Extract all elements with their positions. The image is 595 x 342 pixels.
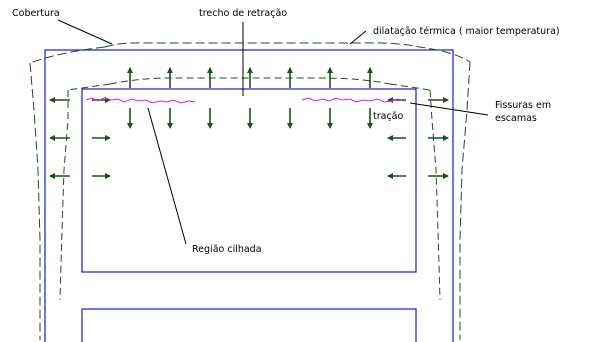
leader-cobertura: [57, 19, 113, 45]
wall-arrows-left: [49, 97, 111, 179]
slab-arrows-up: [127, 67, 373, 88]
label-cobertura: Cobertura: [12, 8, 60, 19]
leader-dilatacao: [349, 30, 367, 45]
label-tracao: tração: [373, 111, 403, 122]
wall-arrows-right: [387, 97, 449, 179]
leader-lines: [57, 19, 489, 245]
upper-opening: [81, 88, 417, 273]
label-regiao-cilhada: Região cilhada: [192, 244, 262, 255]
building-structure: [44, 49, 454, 342]
deformed-shape-outer: [29, 42, 471, 340]
leader-fissuras: [409, 102, 489, 116]
crack-right: [301, 97, 405, 103]
label-fissuras-line2: escamas: [495, 113, 537, 124]
labels: Cobertura trecho de retração dilatação t…: [12, 8, 560, 255]
slab-arrows-down: [127, 108, 373, 129]
label-trecho-retracao: trecho de retração: [199, 8, 287, 19]
outer-wall-frame: [44, 49, 454, 342]
label-dilatacao: dilatação térmica ( maior temperatura): [373, 26, 560, 37]
crack-left: [85, 97, 196, 104]
deformed-shape-inner: [59, 77, 441, 301]
leader-regiao-cilhada: [147, 107, 187, 245]
crack-lines: [85, 97, 405, 104]
label-fissuras-line1: Fissuras em: [495, 100, 551, 111]
lower-opening: [81, 308, 417, 342]
